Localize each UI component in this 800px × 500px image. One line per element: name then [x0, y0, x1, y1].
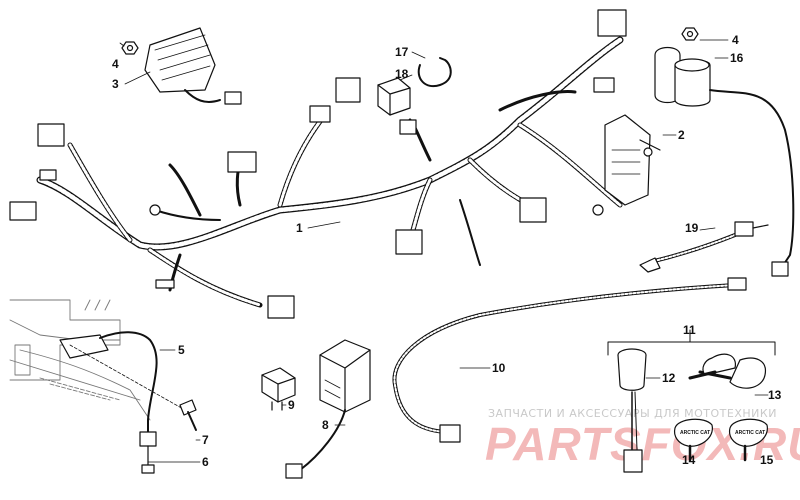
callout-numbers: 1 2 3 4 4 5 6 7 8 9 10 11 12 13 14 15 16… — [112, 33, 782, 469]
callout-11: 11 — [683, 323, 696, 337]
ignition-switch-small — [617, 348, 647, 473]
nut-ignition — [681, 27, 699, 41]
main-wiring-harness — [9, 9, 627, 319]
nut — [121, 41, 139, 55]
speed-sensor — [59, 331, 186, 474]
callout-4b: 4 — [732, 33, 739, 47]
harness-19 — [639, 221, 769, 273]
key-set-bracket — [607, 329, 776, 356]
callout-10: 10 — [492, 361, 506, 375]
leader-lines — [119, 39, 769, 463]
callout-8: 8 — [322, 418, 329, 432]
callout-3: 3 — [112, 77, 119, 91]
ignition-switch — [654, 46, 795, 277]
callout-14: 14 — [682, 453, 696, 467]
callout-13: 13 — [768, 388, 782, 402]
callout-17: 17 — [395, 45, 409, 59]
callout-4a: 4 — [112, 57, 119, 71]
harness-10 — [392, 277, 747, 443]
cdi-module — [285, 339, 371, 479]
callout-7: 7 — [202, 433, 209, 447]
callout-15: 15 — [760, 453, 774, 467]
voltage-regulator — [144, 27, 242, 105]
key-blank-13 — [688, 353, 767, 389]
key-15-label: ARCTIC CAT — [735, 430, 765, 436]
bolt — [179, 399, 197, 431]
callout-6: 6 — [202, 455, 209, 469]
engine-section — [9, 299, 151, 421]
callout-9: 9 — [288, 398, 295, 412]
key-14: ARCTIC CAT — [673, 418, 713, 462]
small-relay — [261, 367, 296, 411]
relay — [377, 77, 411, 116]
key-15: ARCTIC CAT — [728, 418, 768, 462]
callout-16: 16 — [730, 51, 744, 65]
callout-5: 5 — [178, 343, 185, 357]
key-14-label: ARCTIC CAT — [680, 430, 710, 436]
callout-1: 1 — [296, 221, 303, 235]
callout-2: 2 — [678, 128, 685, 142]
cable-tie — [417, 57, 452, 88]
callout-19: 19 — [685, 221, 699, 235]
callout-12: 12 — [662, 371, 676, 385]
fuse-block — [604, 114, 661, 206]
callout-18: 18 — [395, 67, 409, 81]
